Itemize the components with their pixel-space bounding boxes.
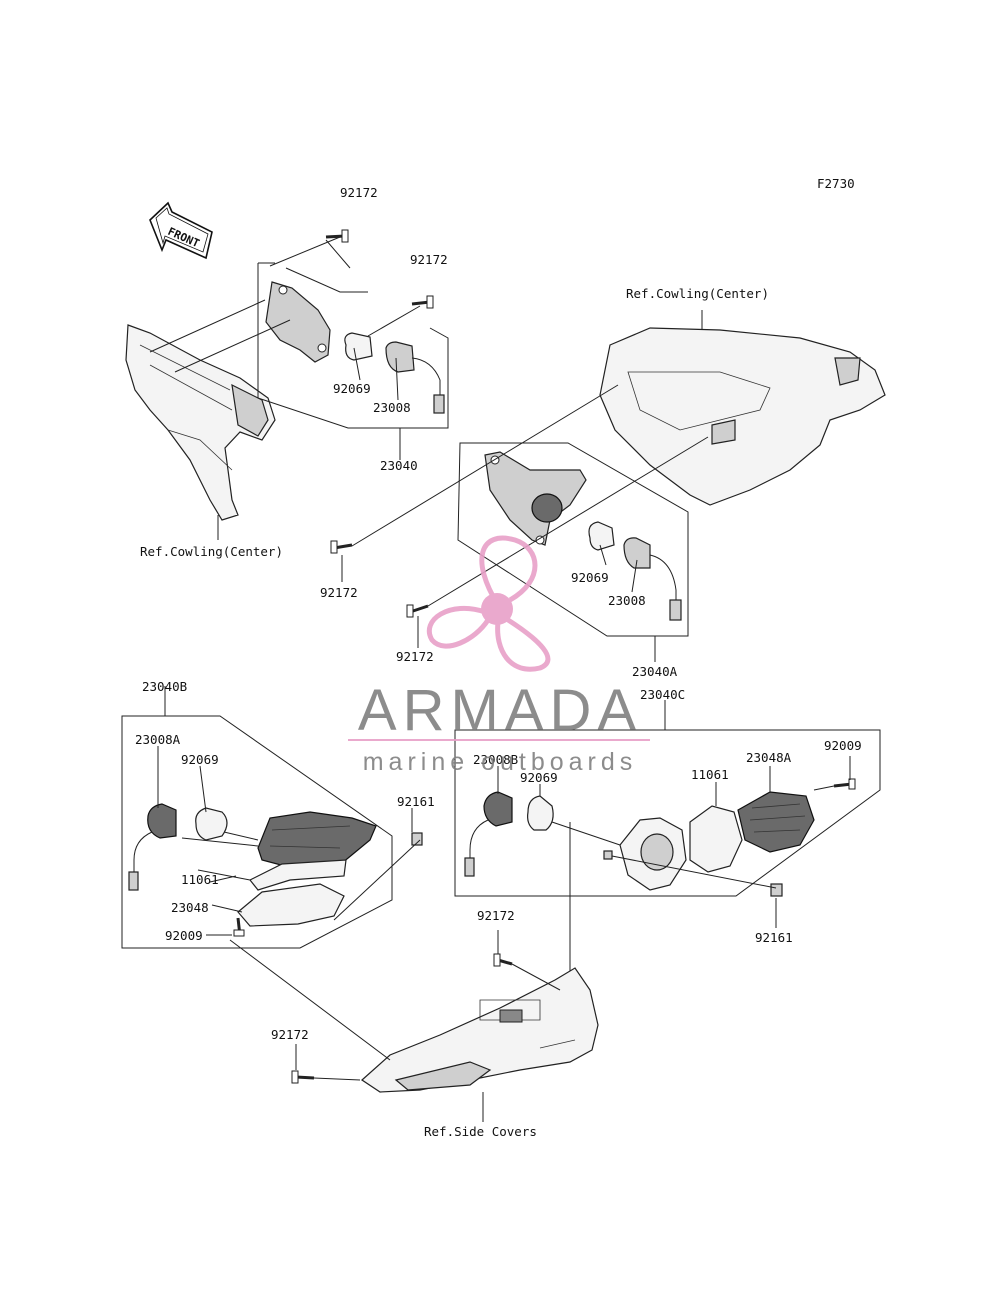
right-cowling: Ref.Cowling(Center): [599, 286, 886, 506]
mid-screw-1: [330, 540, 353, 554]
side-cover-assembly: 92172 92172 Ref.Side Covers: [229, 908, 599, 1139]
front-arrow-icon: FRONT: [149, 201, 213, 260]
left-cowling-mount: [231, 383, 269, 437]
label-bulb-right: 92069: [520, 770, 558, 785]
label-screw-right: 92009: [824, 738, 862, 753]
label-lens-right: 23048A: [746, 750, 792, 765]
left-cowling-part: [125, 324, 276, 521]
label-assy-left: 23040B: [142, 679, 187, 694]
assy-top-bracket: [257, 262, 449, 429]
top-screw-1: [325, 229, 349, 243]
middle-assembly: 92172 92172 92069 23008 23040A: [320, 384, 709, 679]
label-nut-left: 92161: [397, 794, 435, 809]
bottom-screw-2: [291, 1070, 315, 1084]
mid-socket: [623, 537, 651, 569]
label-lens-left: 23048: [171, 900, 209, 915]
right-cowling-mount: [834, 357, 861, 386]
right-nut: [770, 883, 783, 897]
label-bulb-left: 92069: [181, 752, 219, 767]
label-bulb-top: 92069: [333, 381, 371, 396]
right-bulb: [527, 795, 554, 831]
right-gasket: [689, 805, 743, 873]
label-socket-right: 23008B: [473, 752, 518, 767]
left-screw: [233, 917, 245, 937]
watermark-brand: ARMADA: [358, 678, 642, 743]
label-assy-mid: 23040A: [632, 664, 678, 679]
label-assy-right: 23040C: [640, 687, 685, 702]
label-ref-cowling-right: Ref.Cowling(Center): [626, 286, 769, 301]
mid-lamp-hole: [531, 493, 563, 523]
right-cowling-body: [599, 327, 886, 506]
right-socket: [483, 791, 513, 827]
label-gasket-right: 11061: [691, 767, 729, 782]
left-lens: [237, 883, 345, 927]
label-bulb-mid: 92069: [571, 570, 609, 585]
left-socket: [147, 803, 177, 839]
label-socket-mid: 23008: [608, 593, 646, 608]
side-cover-clip: [499, 1009, 523, 1023]
label-ref-side-covers: Ref.Side Covers: [424, 1124, 537, 1139]
side-cover-vent: [394, 1061, 492, 1091]
top-socket-wire: [411, 357, 441, 398]
mid-connector: [669, 599, 682, 621]
label-bottom-screw-1: 92172: [477, 908, 515, 923]
label-socket-top: 23008: [373, 400, 411, 415]
top-socket: [385, 341, 415, 373]
top-left-assembly: 92172 92172 92069 23008 23040 Ref.Cowlin…: [125, 185, 449, 559]
right-connector: [464, 857, 475, 877]
left-connector: [128, 871, 139, 891]
right-lower-assembly: 23040C 23008B 92069 11061 23048A 92009 9…: [454, 687, 881, 1000]
label-socket-left: 23008A: [135, 732, 181, 747]
top-connector: [433, 394, 445, 414]
right-screw: [833, 778, 856, 790]
armada-watermark: ARMADA marine outboards: [348, 535, 650, 776]
mid-bulb: [588, 521, 615, 551]
label-top-screw-1: 92172: [340, 185, 378, 200]
label-assy-top: 23040: [380, 458, 418, 473]
right-lens: [737, 791, 815, 853]
label-ref-cowling-left: Ref.Cowling(Center): [140, 544, 283, 559]
figure-code: F2730: [817, 176, 855, 191]
label-nut-right: 92161: [755, 930, 793, 945]
assy-left-bracket: [121, 715, 393, 949]
assy-mid-bracket: [457, 442, 689, 637]
label-mid-screw-1: 92172: [320, 585, 358, 600]
watermark-tagline: marine outboards: [363, 748, 638, 776]
bottom-screw-1: [493, 953, 513, 967]
label-screw-left: 92009: [165, 928, 203, 943]
propeller-logo-icon: [427, 535, 551, 672]
left-gasket: [249, 859, 347, 891]
left-lower-assembly: 23040B 23008A 92069 92161 11061 23048 92…: [121, 679, 435, 949]
left-bulb: [195, 807, 228, 841]
top-screw-2: [411, 295, 434, 309]
label-gasket-left: 11061: [181, 872, 219, 887]
top-bracket: [265, 281, 331, 363]
left-nut: [411, 832, 423, 846]
top-bulb: [344, 332, 373, 361]
assy-right-bracket: [454, 729, 881, 897]
mid-screw-2: [406, 604, 429, 618]
label-mid-screw-2: 92172: [396, 649, 434, 664]
label-top-screw-2: 92172: [410, 252, 448, 267]
right-cowling-detail: [627, 371, 771, 431]
label-bottom-screw-2: 92172: [271, 1027, 309, 1042]
